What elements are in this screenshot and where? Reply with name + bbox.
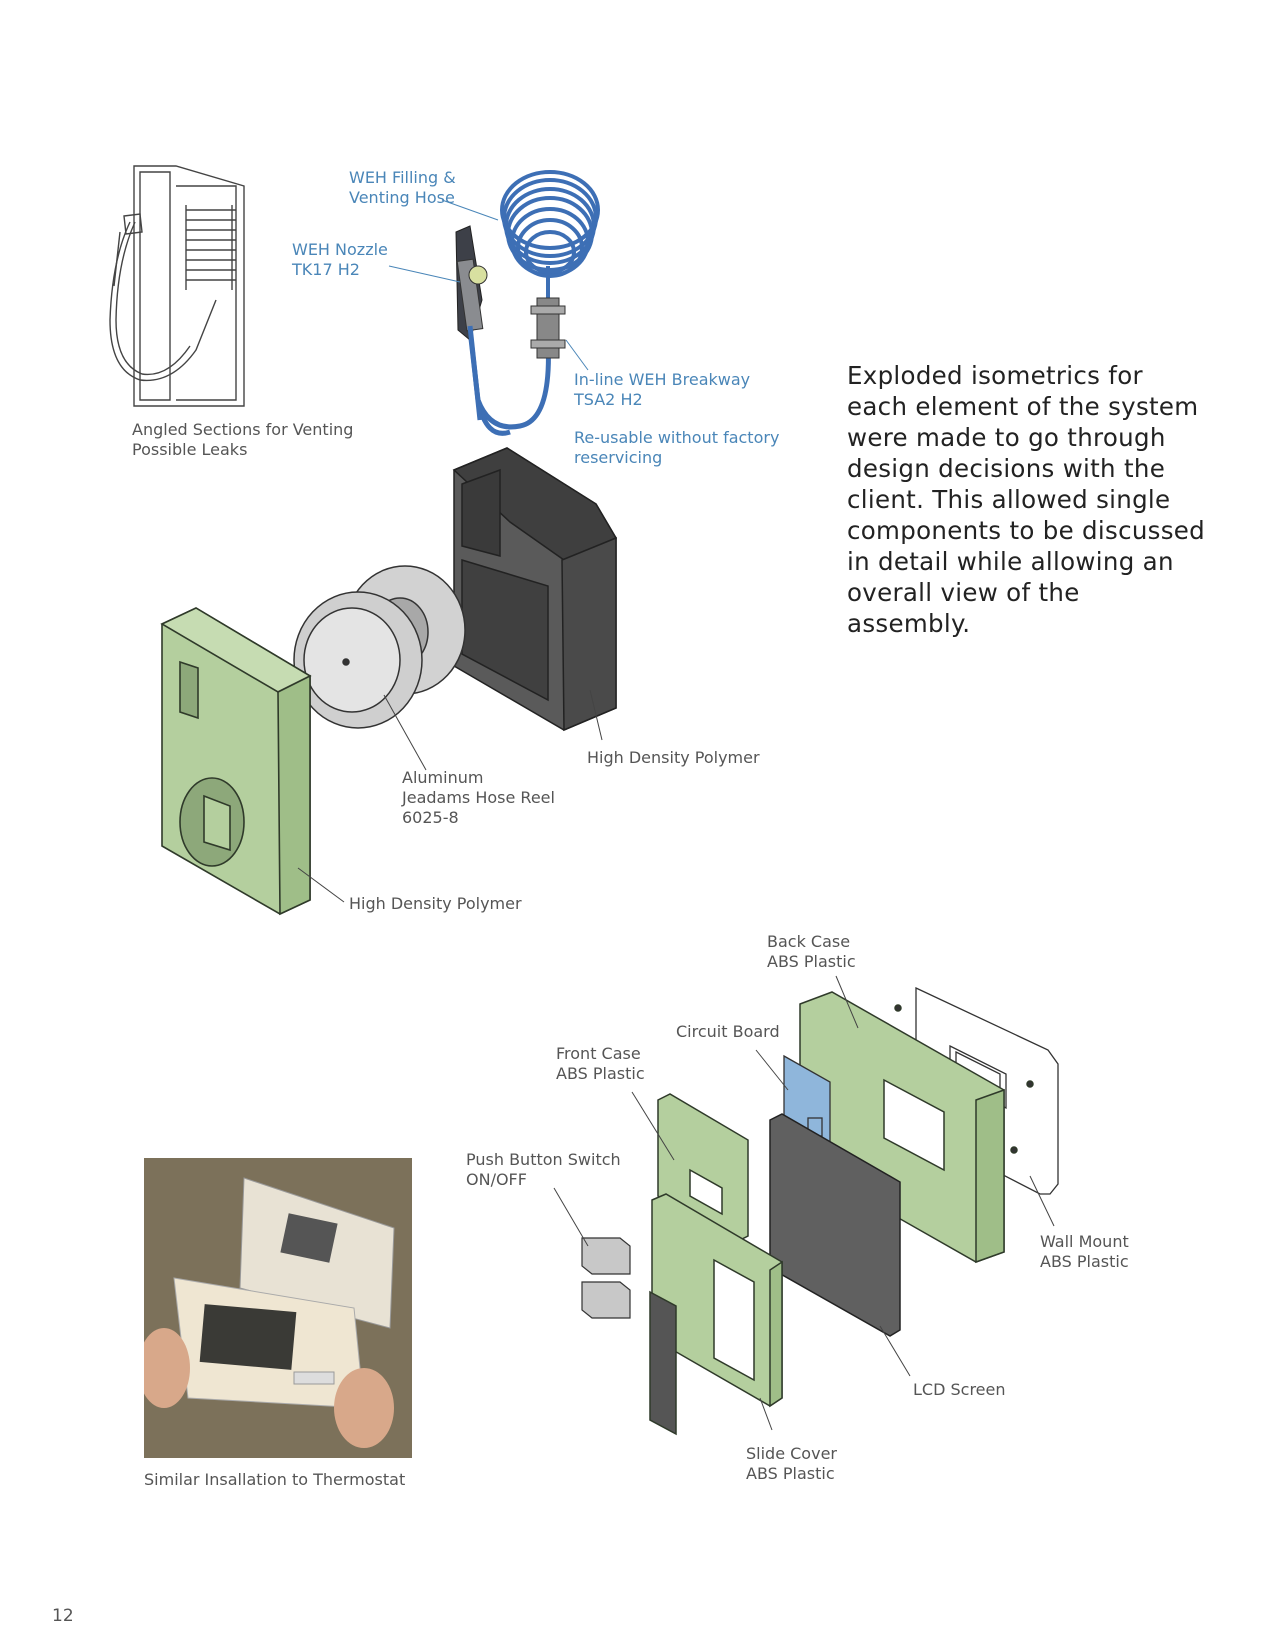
- leader-lines-mid: [297, 689, 603, 903]
- label-push-button: Push Button Switch ON/OFF: [466, 1150, 621, 1189]
- label-filling-hose: WEH Filling & Venting Hose: [349, 168, 456, 207]
- nozzle-illustration: [455, 225, 488, 421]
- slide-cover-illustration: [649, 1193, 783, 1436]
- label-reusable: Re-usable without factory reservicing: [574, 428, 780, 467]
- push-buttons-illustration: [581, 1237, 631, 1319]
- label-nozzle: WEH Nozzle TK17 H2: [292, 240, 388, 279]
- label-front-case: Front Case ABS Plastic: [556, 1044, 645, 1083]
- thermostat-photo: [144, 1158, 412, 1458]
- body-paragraph: Exploded isometrics for each element of …: [847, 361, 1206, 638]
- label-circuit-board: Circuit Board: [676, 1022, 780, 1041]
- angled-section-drawing: [109, 165, 245, 407]
- page-number: 12: [52, 1606, 74, 1626]
- hose-reel-illustration: [293, 565, 466, 729]
- label-slide-cover: Slide Cover ABS Plastic: [746, 1444, 837, 1483]
- label-back-case: Back Case ABS Plastic: [767, 932, 856, 971]
- green-front-case-illustration: [160, 607, 312, 916]
- leader-lines-top: [388, 199, 589, 371]
- label-hose-reel: Aluminum Jeadams Hose Reel 6025-8: [402, 768, 555, 827]
- label-angled-sections: Angled Sections for Venting Possible Lea…: [132, 420, 354, 459]
- breakaway-fitting: [530, 297, 566, 359]
- label-wall-mount: Wall Mount ABS Plastic: [1040, 1232, 1129, 1271]
- photo-caption: Similar Insallation to Thermostat: [144, 1470, 406, 1489]
- dark-enclosure-illustration: [452, 447, 618, 732]
- label-hdp-back: High Density Polymer: [587, 748, 760, 767]
- label-breakaway: In-line WEH Breakway TSA2 H2: [574, 370, 751, 409]
- label-hdp-front: High Density Polymer: [349, 894, 522, 913]
- leader-lines-bottom: [553, 975, 1055, 1431]
- label-lcd-screen: LCD Screen: [913, 1380, 1006, 1399]
